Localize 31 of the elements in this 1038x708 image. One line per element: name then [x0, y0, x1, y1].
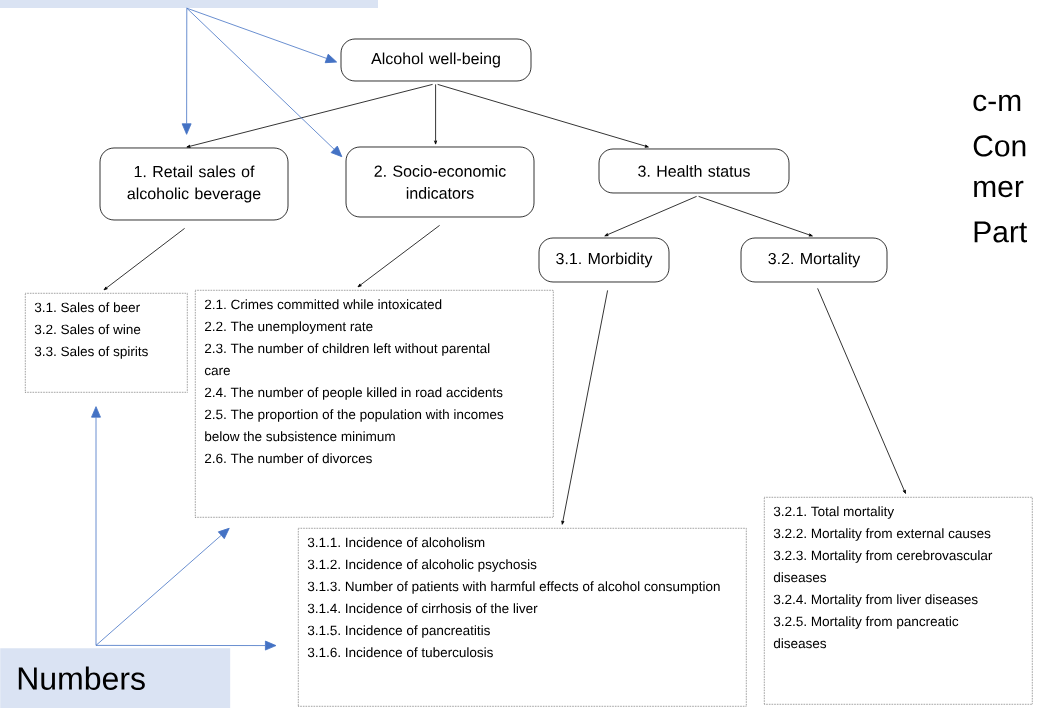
- indicator-list-box: 3.2.1. Total mortality 3.2.2. Mortality from external causes 3.2.3. Mortality from cerebrovascular diseases 3.2.4. Mortality from liver diseases 3.2.5. Mortality from pancreatic diseases: [764, 496, 1033, 705]
- text-fragment: mer: [974, 180, 1024, 198]
- arrow: [186, 7, 343, 158]
- indicator-list-box: 3.1. Sales of beer 3.2. Sales of wine 3.3. Sales of spirits: [25, 293, 188, 393]
- arrow: [103, 228, 185, 291]
- arrow: [604, 196, 697, 237]
- arrow: [561, 290, 608, 525]
- text-fragment: c-m: [973, 94, 1021, 112]
- indicator-list-box: 2.1. Crimes committed while intoxicated 2.2. The unemployment rate 2.3. The number of children left without parental care 2.4. The number of people killed in road accidents 2.5. The proportion of the population with incomes below the subsistence minimum 2.6. The number of divorces: [195, 290, 554, 518]
- arrow: [698, 196, 813, 237]
- process-box: 3. Health status: [598, 148, 790, 194]
- process-box: 3.1. Morbidity: [538, 237, 670, 283]
- arrow: [181, 7, 192, 135]
- arrow: [91, 406, 101, 646]
- process-box: 2. Socio-economic indicators: [345, 146, 535, 218]
- arrow: [186, 7, 338, 64]
- arrow: [186, 83, 433, 148]
- process-box: 3.2. Mortality: [740, 237, 888, 283]
- indicator-list-box: 3.1.1. Incidence of alcoholism 3.1.2. Incidence of alcoholic psychosis 3.1.3. Number of patients with harmful effects of alcohol consumption 3.1.4. Incidence of cirrhosis of the liver 3.1.5. Incidence of pancreatitis 3.1.6. Incidence of tuberculosis: [298, 528, 747, 707]
- arrow: [437, 83, 649, 148]
- arrow: [95, 527, 230, 646]
- arrow: [434, 83, 438, 145]
- arrow: [817, 288, 906, 494]
- arrow: [95, 640, 277, 651]
- text-fragment: Con: [973, 135, 1026, 157]
- header-band: [0, 0, 378, 8]
- label-band: Numbers: [0, 648, 231, 708]
- process-box: Alcohol well-being: [340, 38, 532, 82]
- process-box: 1. Retail sales of alcoholic beverage: [99, 147, 289, 221]
- arrow: [357, 225, 440, 288]
- text-fragment: Part: [974, 221, 1027, 243]
